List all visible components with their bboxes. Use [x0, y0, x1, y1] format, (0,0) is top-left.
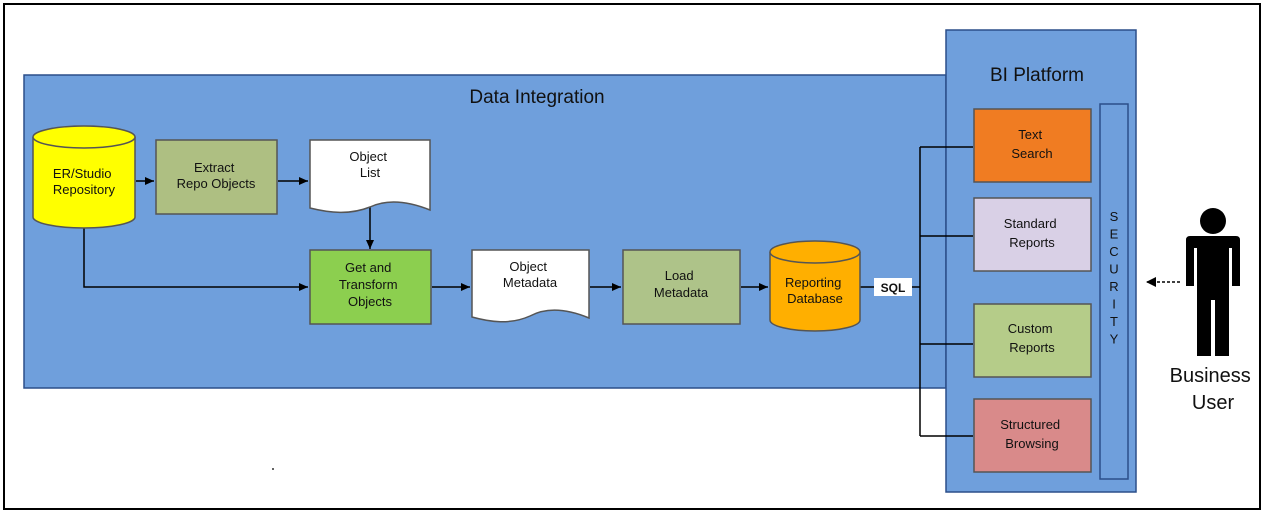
bi-platform-title: BI Platform — [990, 65, 1084, 86]
object-list-label: Object List — [349, 149, 390, 180]
stray-dot — [272, 468, 274, 470]
data-integration-title: Data Integration — [469, 87, 604, 108]
business-user-icon — [1186, 208, 1240, 356]
text-search-box: Text Search — [973, 108, 1092, 183]
get-transform-label: Get and Transform Objects — [339, 260, 401, 309]
structured-browsing-box: Structured Browsing — [973, 398, 1092, 473]
custom-reports-label: Custom Reports — [1008, 321, 1056, 355]
svg-text:SQL: SQL — [881, 281, 906, 295]
object-metadata-label: Object Metadata — [503, 259, 558, 290]
business-user-label: Business User — [1170, 365, 1257, 414]
get-transform-objects-box: Get and Transform Objects — [309, 249, 432, 325]
connectors — [83, 146, 973, 437]
standard-reports-label: Standard Reports — [1004, 216, 1060, 250]
user-arrow — [1146, 277, 1180, 287]
security-letter: E — [1110, 227, 1119, 242]
object-list-document: Object List — [309, 139, 431, 214]
er-studio-repository: ER/Studio Repository — [32, 125, 136, 229]
security-letter: R — [1109, 279, 1118, 294]
security-letter: U — [1109, 262, 1118, 277]
extract-label: Extract Repo Objects — [177, 160, 256, 191]
custom-reports-box: Custom Reports — [973, 303, 1092, 378]
security-letter: I — [1112, 297, 1116, 312]
load-metadata-label: Load Metadata — [654, 268, 709, 300]
arrow-repo-to-transform — [83, 228, 308, 291]
security-letter: C — [1109, 244, 1118, 259]
sql-label: SQL — [874, 278, 912, 296]
standard-reports-box: Standard Reports — [973, 197, 1092, 272]
text-search-label: Text Search — [1011, 127, 1052, 161]
repository-label: ER/Studio Repository — [53, 166, 116, 197]
security-letter: S — [1110, 209, 1119, 224]
security-letter: Y — [1110, 332, 1119, 347]
security-letter: T — [1110, 314, 1118, 329]
load-metadata-box: Load Metadata — [622, 249, 741, 325]
extract-repo-objects-box: Extract Repo Objects — [155, 139, 278, 215]
structured-browsing-label: Structured Browsing — [1000, 417, 1064, 451]
data-integration-panel: Data Integration — [23, 74, 947, 389]
reporting-db-label: Reporting Database — [785, 275, 845, 306]
reporting-database: Reporting Database — [769, 240, 861, 332]
object-metadata-document: Object Metadata — [471, 249, 590, 323]
